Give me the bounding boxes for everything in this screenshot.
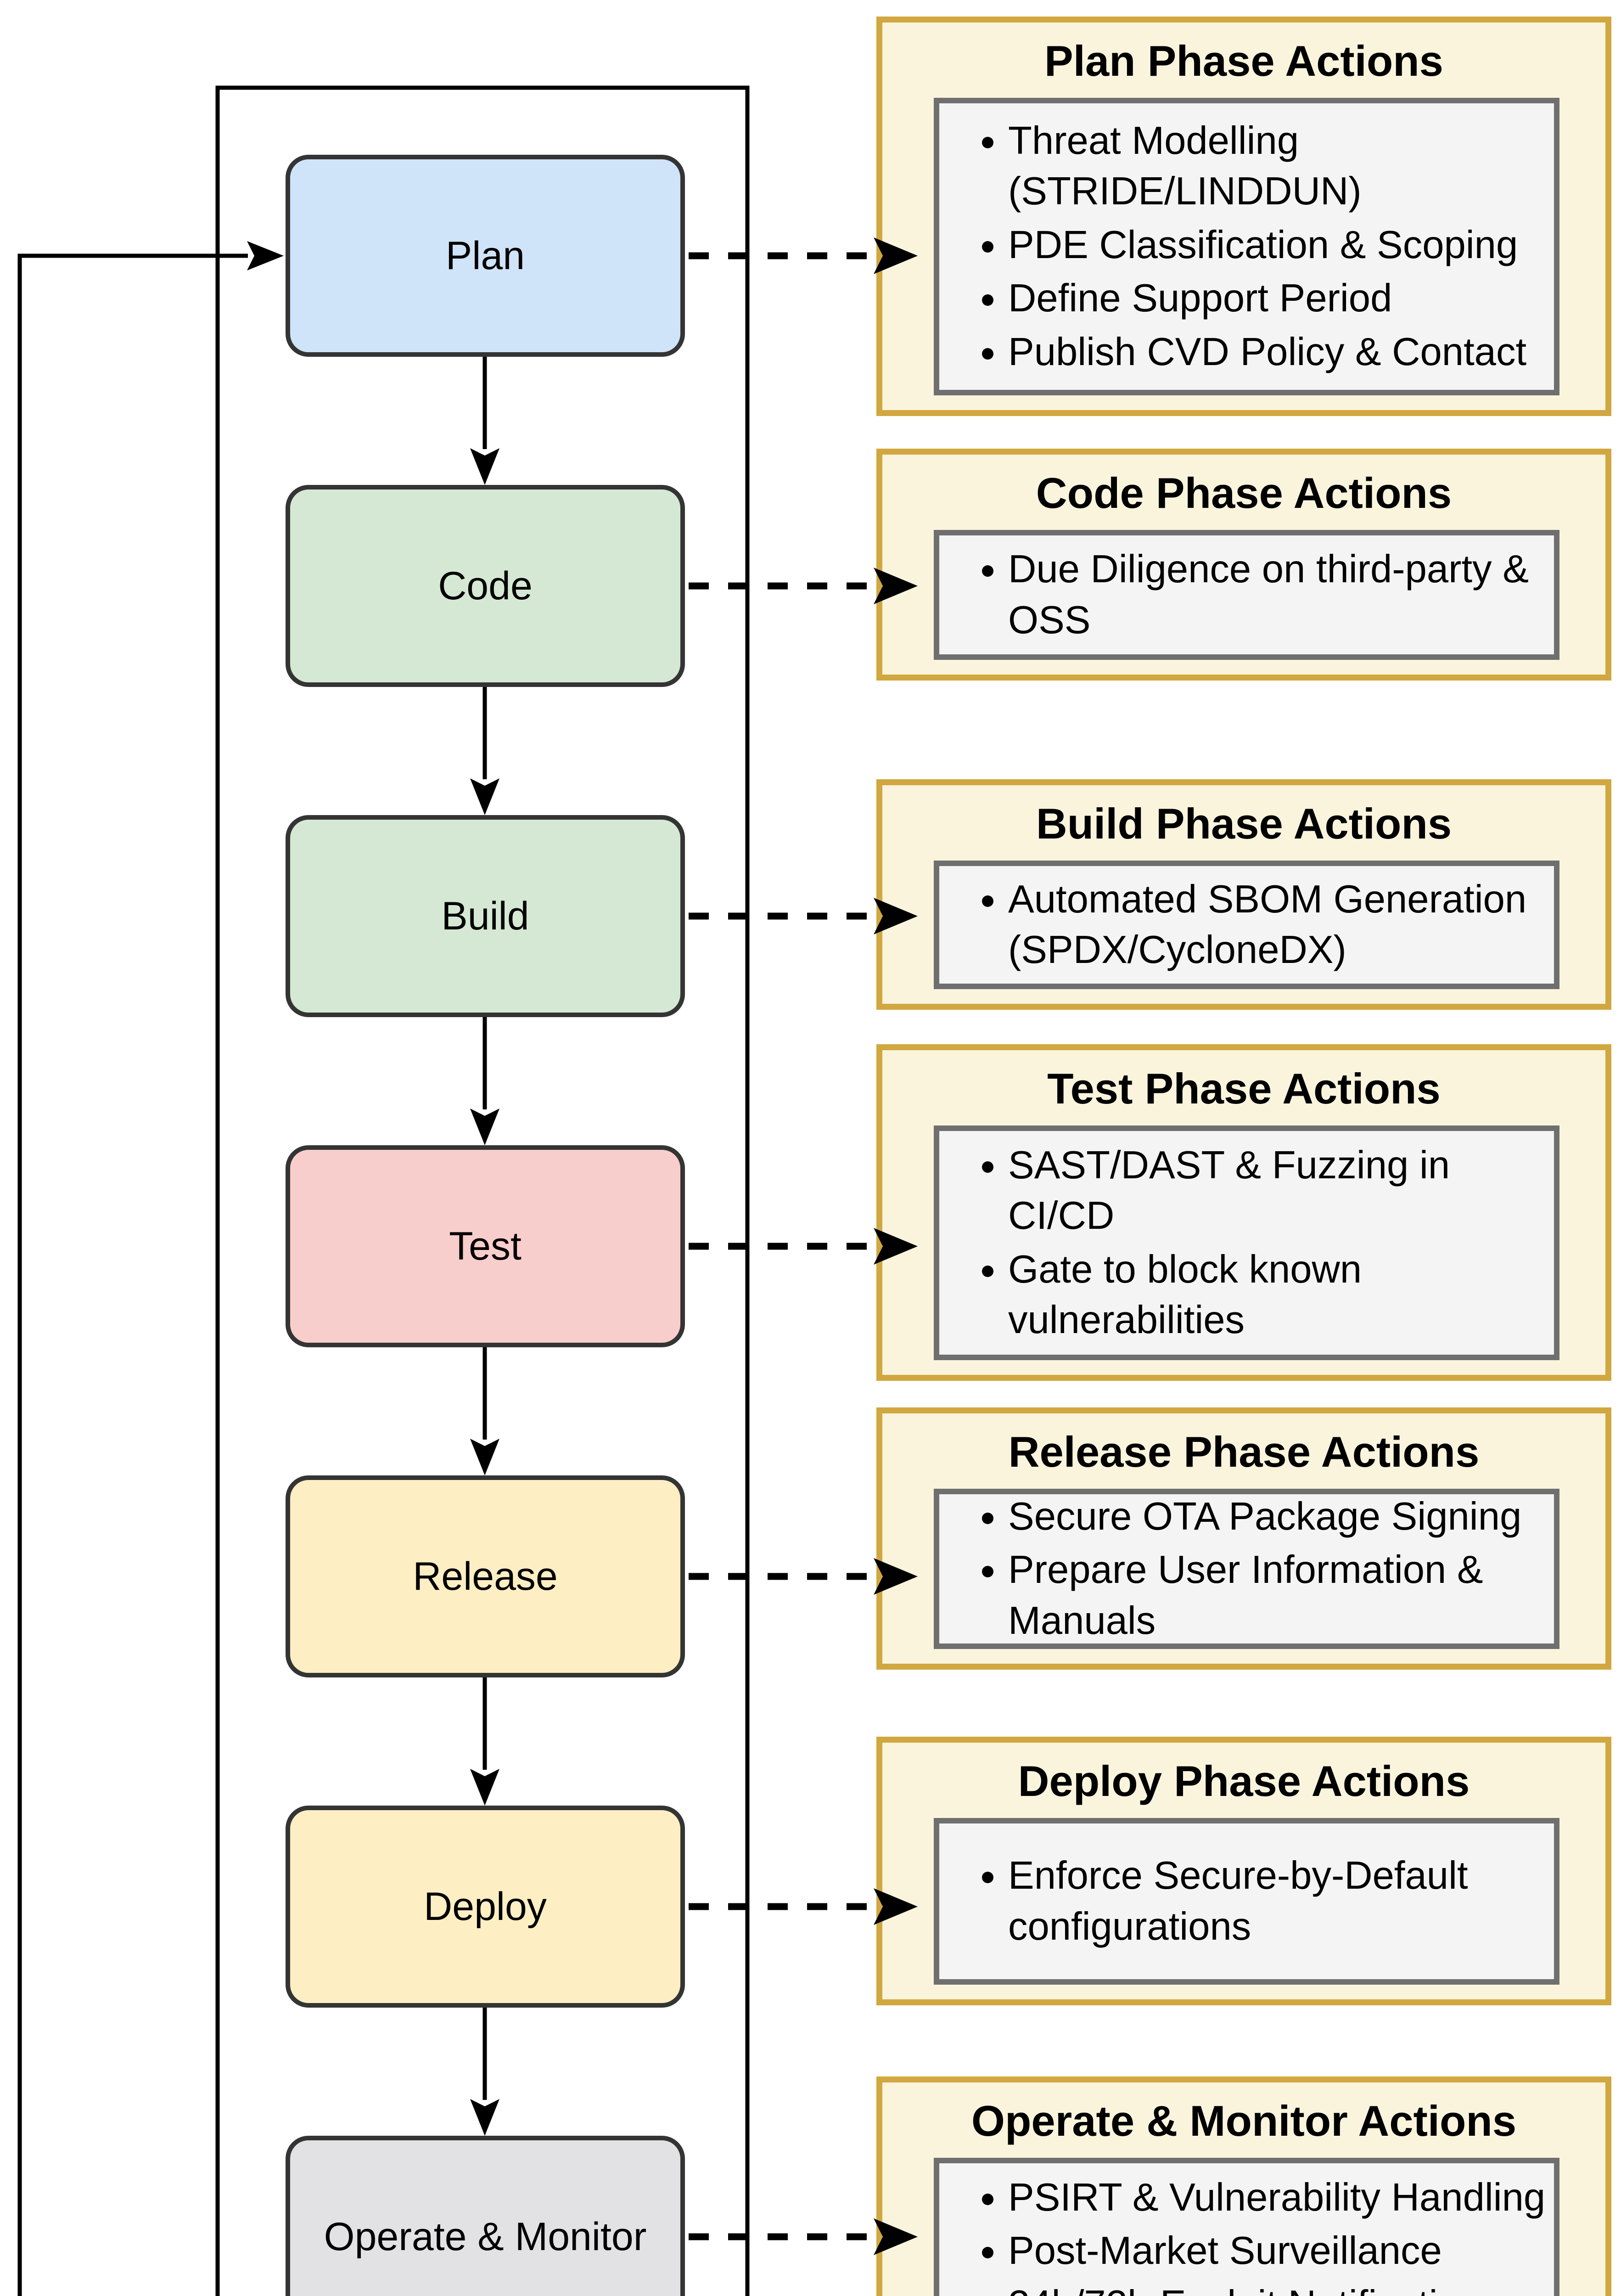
actions-list-box-deploy: Enforce Secure-by-Default configurations [934, 1818, 1559, 1985]
actions-list-build: Automated SBOM Generation (SPDX/CycloneD… [939, 872, 1554, 979]
actions-panel-title-plan: Plan Phase Actions [1044, 37, 1443, 85]
action-item: Post-Market Surveillance [1008, 2226, 1545, 2277]
phase-label-plan: Plan [445, 233, 525, 278]
phase-node-deploy: Deploy [286, 1806, 685, 2008]
phase-node-operate-monitor: Operate & Monitor [286, 2136, 685, 2296]
actions-list-code: Due Diligence on third-party & OSS [939, 541, 1554, 648]
actions-list-box-release: Secure OTA Package Signing Prepare User … [934, 1489, 1559, 1649]
actions-panel-operate-monitor: Operate & Monitor Actions PSIRT & Vulner… [876, 2077, 1611, 2296]
phase-label-code: Code [438, 563, 533, 608]
action-item: Automated SBOM Generation (SPDX/CycloneD… [1008, 874, 1549, 976]
action-item: Define Support Period [1008, 273, 1549, 324]
actions-panel-test: Test Phase Actions SAST/DAST & Fuzzing i… [876, 1044, 1611, 1381]
phase-node-plan: Plan [286, 155, 685, 357]
action-item: PSIRT & Vulnerability Handling [1008, 2172, 1545, 2223]
actions-panel-title-operate-monitor: Operate & Monitor Actions [971, 2097, 1517, 2145]
phase-node-release: Release [286, 1475, 685, 1677]
actions-list-deploy: Enforce Secure-by-Default configurations [939, 1848, 1554, 1955]
actions-list-box-test: SAST/DAST & Fuzzing in CI/CD Gate to blo… [934, 1125, 1559, 1360]
actions-panel-deploy: Deploy Phase Actions Enforce Secure-by-D… [876, 1737, 1611, 2005]
actions-list-box-code: Due Diligence on third-party & OSS [934, 530, 1559, 660]
actions-panel-title-release: Release Phase Actions [1008, 1428, 1480, 1476]
phase-label-test: Test [449, 1224, 522, 1268]
action-item: Prepare User Information & Manuals [1008, 1545, 1549, 1643]
phase-label-operate-monitor: Operate & Monitor [324, 2214, 647, 2259]
action-item: SAST/DAST & Fuzzing in CI/CD [1008, 1140, 1549, 1242]
actions-list-box-build: Automated SBOM Generation (SPDX/CycloneD… [934, 861, 1559, 989]
actions-panel-build: Build Phase Actions Automated SBOM Gener… [876, 779, 1611, 1010]
actions-list-box-operate-monitor: PSIRT & Vulnerability Handling Post-Mark… [934, 2158, 1559, 2296]
actions-panel-plan: Plan Phase Actions Threat Modelling (STR… [876, 17, 1611, 416]
actions-list-release: Secure OTA Package Signing Prepare User … [939, 1494, 1554, 1643]
action-item: Threat Modelling (STRIDE/LINDDUN) [1008, 116, 1549, 217]
actions-panel-release: Release Phase Actions Secure OTA Package… [876, 1407, 1611, 1670]
actions-panel-code: Code Phase Actions Due Diligence on thir… [876, 449, 1611, 681]
action-item: Due Diligence on third-party & OSS [1008, 544, 1549, 646]
actions-panel-title-code: Code Phase Actions [1036, 469, 1452, 517]
phase-label-release: Release [413, 1554, 558, 1598]
action-item: 24h/72h Exploit Notifications [1008, 2279, 1545, 2296]
action-item: Publish CVD Policy & Contact [1008, 327, 1549, 378]
phase-label-deploy: Deploy [424, 1884, 547, 1929]
actions-list-plan: Threat Modelling (STRIDE/LINDDUN) PDE Cl… [939, 113, 1554, 381]
action-item: PDE Classification & Scoping [1008, 220, 1549, 271]
phase-node-test: Test [286, 1145, 685, 1347]
action-item: Secure OTA Package Signing [1008, 1494, 1549, 1542]
actions-panel-title-build: Build Phase Actions [1036, 799, 1452, 848]
actions-list-operate-monitor: PSIRT & Vulnerability Handling Post-Mark… [939, 2170, 1550, 2296]
actions-list-box-plan: Threat Modelling (STRIDE/LINDDUN) PDE Cl… [934, 98, 1559, 395]
actions-list-test: SAST/DAST & Fuzzing in CI/CD Gate to blo… [939, 1137, 1554, 1349]
phase-node-code: Code [286, 485, 685, 687]
phase-label-build: Build [441, 894, 529, 938]
action-item: Gate to block known vulnerabilities [1008, 1244, 1549, 1346]
actions-panel-title-deploy: Deploy Phase Actions [1018, 1757, 1470, 1805]
action-item: Enforce Secure-by-Default configurations [1008, 1851, 1549, 1952]
actions-panel-title-test: Test Phase Actions [1047, 1064, 1441, 1113]
phase-node-build: Build [286, 815, 685, 1017]
